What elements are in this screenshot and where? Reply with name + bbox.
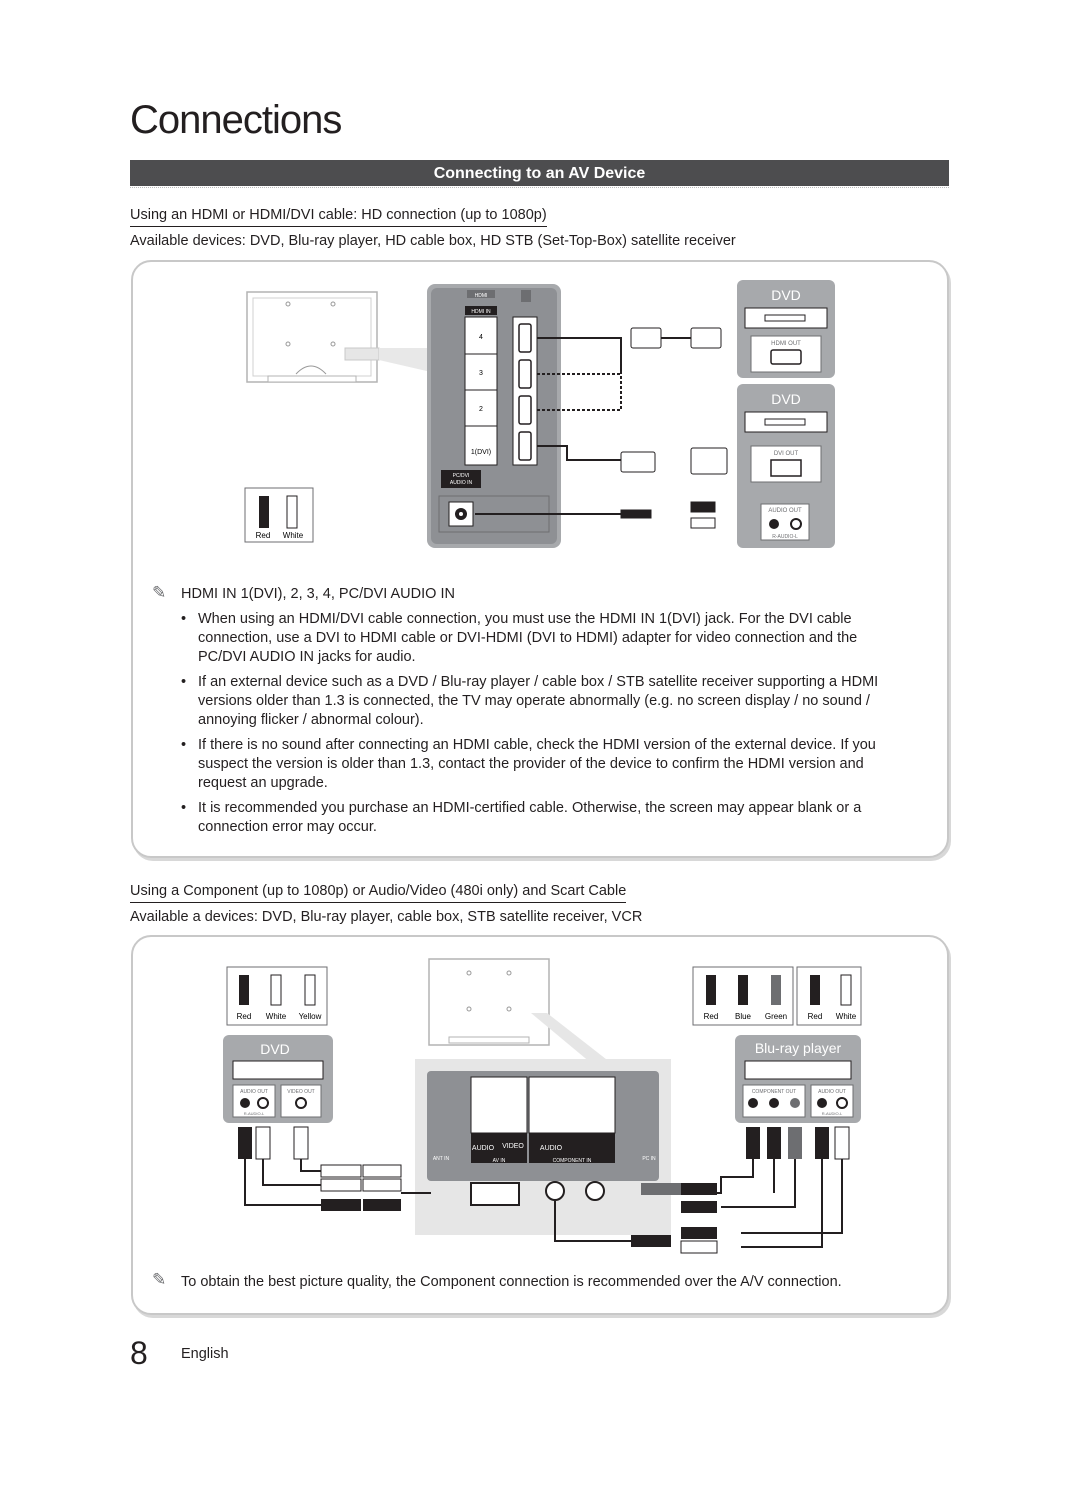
legend-yellow: Yellow: [299, 1012, 322, 1021]
dvd-device-hdmi: DVD HDMI OUT: [737, 280, 835, 378]
rbg-rw-cable-legend: Red Blue Green Red White: [692, 966, 862, 1026]
cable-white-label: White: [283, 531, 304, 540]
tv-ant-in-label: ANT IN: [433, 1156, 450, 1162]
component-av-cables: [244, 1159, 843, 1248]
dvd2-dvi-out: DVI OUT: [774, 451, 799, 457]
legend-red: Red: [237, 1012, 252, 1021]
audio-in-label: AUDIO IN: [450, 480, 473, 486]
hdmi-note-item: If there is no sound after connecting an…: [176, 736, 898, 793]
bluray-audio-rl: R-AUDIO-L: [822, 1111, 843, 1116]
bluray-component-out: COMPONENT OUT: [752, 1089, 796, 1095]
bluray-device: Blu-ray player COMPONENT OUT AUDIO OUT R…: [735, 1035, 861, 1123]
tv-back-illustration: [246, 291, 431, 383]
rca-plug-icons: [238, 1126, 850, 1254]
dvd-audio-rl: R-AUDIO-L: [244, 1111, 265, 1116]
dvd2-audio-rl: R-AUDIO-L: [772, 534, 798, 540]
rwy-cable-legend: Red White Yellow: [226, 966, 328, 1026]
tv-hdmi-panel: HDMI HDMI IN 4 3 2 1(DVI) PC/DVI AUDIO I…: [427, 284, 561, 548]
component-available-devices: Available a devices: DVD, Blu-ray player…: [130, 909, 643, 925]
tv-component-in-label: COMPONENT IN: [553, 1158, 592, 1164]
tv-audio2-label: AUDIO: [540, 1145, 563, 1152]
section-divider: [130, 187, 949, 188]
hdmi-port-1-label: 1(DVI): [471, 449, 491, 456]
note-pencil-icon: ✎: [152, 583, 167, 602]
red-white-cable-legend: Red White: [244, 487, 314, 543]
legend-red-2: Red: [704, 1012, 719, 1021]
tv-av-component-panel: AUDIO VIDEO AUDIO AV IN COMPONENT IN ANT…: [415, 1059, 671, 1235]
tv-pc-in-label: PC IN: [642, 1156, 656, 1162]
dvd2-audio-out: AUDIO OUT: [768, 508, 802, 514]
tv-back-illustration-2: [428, 958, 611, 1063]
tv-hdmi-tag: HDMI: [475, 293, 488, 299]
hdmi-in-label: HDMI IN: [471, 309, 491, 315]
cable-red-label: Red: [256, 531, 271, 540]
legend-blue: Blue: [735, 1012, 752, 1021]
dvd1-label: DVD: [771, 287, 801, 303]
hdmi-heading: Using an HDMI or HDMI/DVI cable: HD conn…: [130, 207, 547, 227]
bluray-label: Blu-ray player: [755, 1040, 842, 1056]
legend-white: White: [266, 1012, 287, 1021]
dvd-av-label: DVD: [260, 1041, 290, 1057]
legend-green: Green: [765, 1012, 787, 1021]
legend-white-2: White: [836, 1012, 857, 1021]
hdmi-note-item: If an external device such as a DVD / Bl…: [176, 673, 898, 730]
dvd-device-av: DVD AUDIO OUT R-AUDIO-L VIDEO OUT: [223, 1035, 333, 1123]
dvd-video-out: VIDEO OUT: [287, 1089, 315, 1095]
section-title-bar: Connecting to an AV Device: [130, 160, 949, 186]
hdmi-plug-icons: [620, 327, 728, 529]
hdmi-note-item: When using an HDMI/DVI cable connection,…: [176, 610, 898, 667]
component-connection-diagram: Red White Yellow DVD AUDIO OUT R-AUDIO-L…: [223, 958, 862, 1254]
page-number: 8: [130, 1335, 148, 1371]
note-pencil-icon: ✎: [152, 1270, 167, 1289]
page-title: Connections: [130, 98, 342, 142]
dvd2-label: DVD: [771, 391, 801, 407]
hdmi-cables: [475, 337, 691, 515]
hdmi-notes-list: When using an HDMI/DVI cable connection,…: [176, 610, 898, 843]
component-note: To obtain the best picture quality, the …: [181, 1274, 842, 1290]
hdmi-port-2-label: 2: [479, 406, 483, 413]
hdmi-note-item: It is recommended you purchase an HDMI-c…: [176, 799, 898, 837]
tv-av-in-label: AV IN: [493, 1158, 506, 1164]
dvd1-hdmi-out: HDMI OUT: [771, 341, 801, 347]
hdmi-port-3-label: 3: [479, 370, 483, 377]
tv-audio-label: AUDIO: [472, 1145, 495, 1152]
hdmi-available-devices: Available devices: DVD, Blu-ray player, …: [130, 233, 736, 249]
component-heading: Using a Component (up to 1080p) or Audio…: [130, 883, 627, 903]
hdmi-port-4-label: 4: [479, 334, 483, 341]
page-language: English: [181, 1346, 229, 1362]
bluray-audio-out: AUDIO OUT: [818, 1089, 846, 1095]
hdmi-connection-diagram: HDMI HDMI IN 4 3 2 1(DVI) PC/DVI AUDIO I…: [244, 280, 835, 548]
dvd-audio-out: AUDIO OUT: [240, 1089, 268, 1095]
legend-red-3: Red: [808, 1012, 823, 1021]
tv-video-label: VIDEO: [502, 1143, 524, 1150]
dvd-device-dvi: DVD DVI OUT AUDIO OUT R-AUDIO-L: [737, 384, 835, 548]
hdmi-note-title: HDMI IN 1(DVI), 2, 3, 4, PC/DVI AUDIO IN: [181, 586, 455, 602]
pc-dvi-label: PC/DVI: [453, 473, 470, 479]
